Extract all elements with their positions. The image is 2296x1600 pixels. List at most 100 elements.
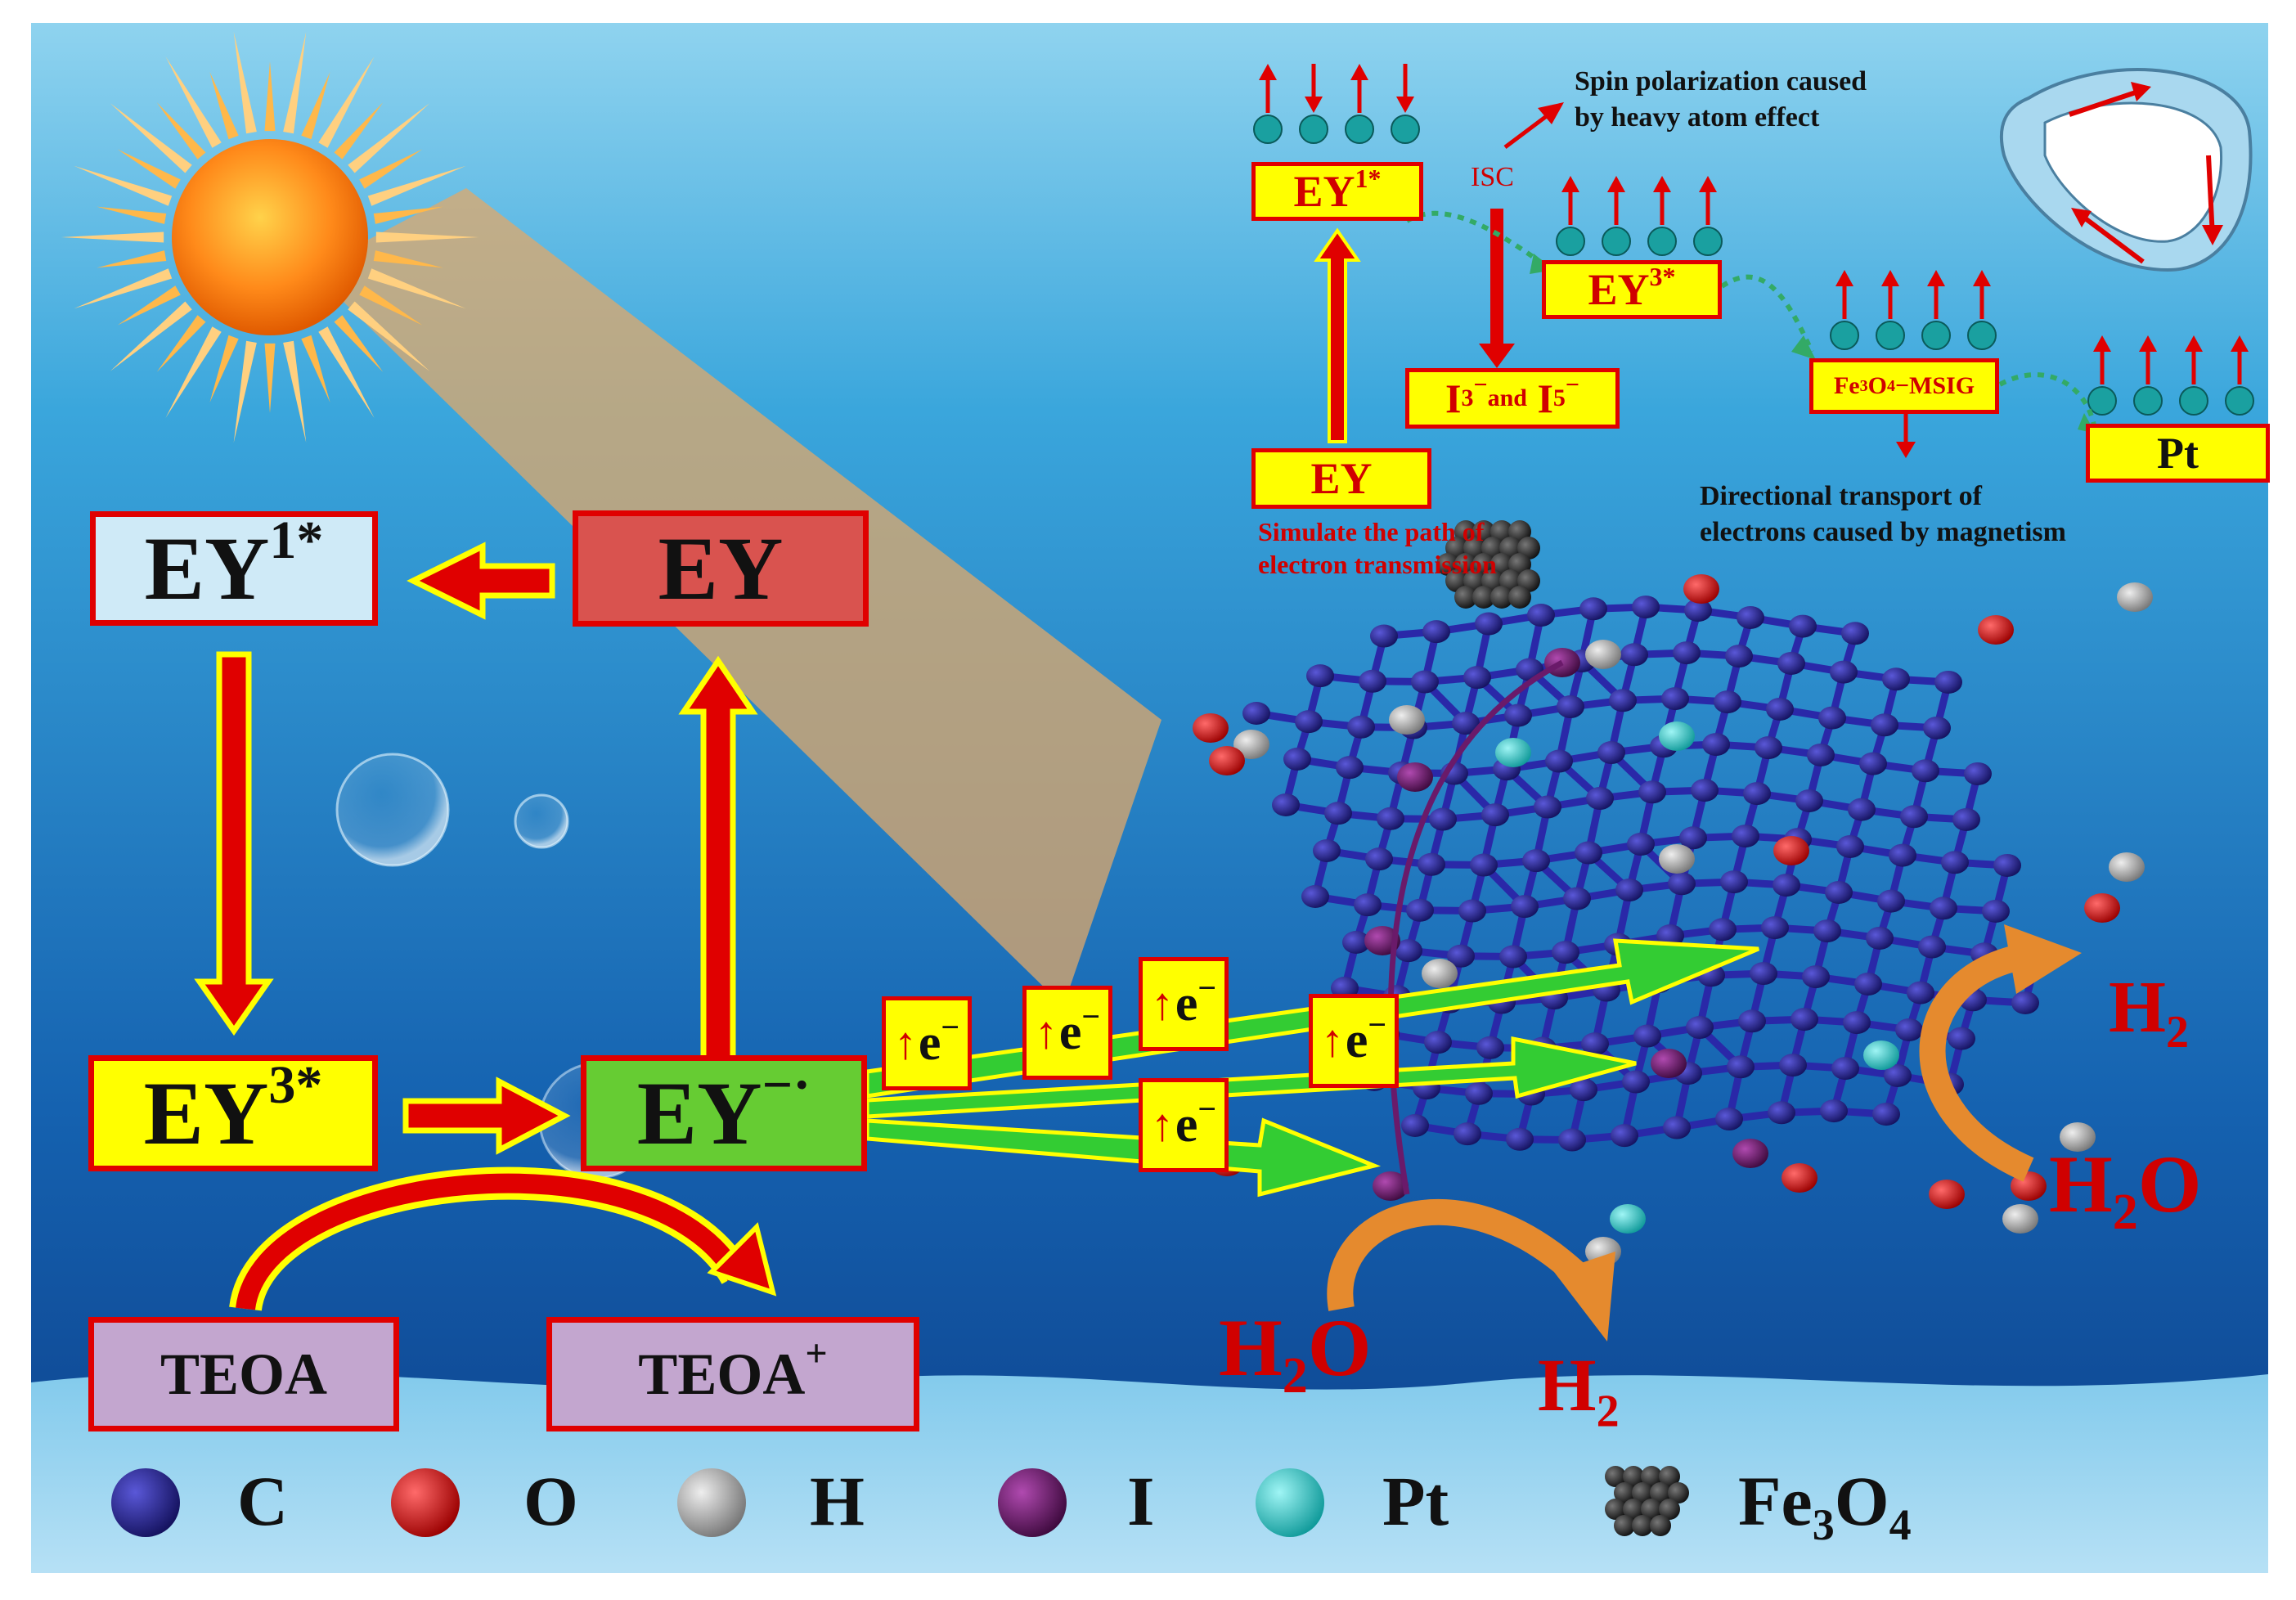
inset-transfer-3 (1998, 372, 2096, 426)
sun-ray (334, 102, 384, 160)
legend-marker-fe3o4 (1605, 1466, 1689, 1536)
carbon-atom (1597, 741, 1625, 765)
arrow-teoa-head (707, 1222, 777, 1297)
sun-ray (283, 31, 307, 134)
carbon-atom (1889, 843, 1916, 867)
carbon-atom (1627, 833, 1655, 856)
carbon-atom (1406, 898, 1434, 922)
carbon-atom (1359, 669, 1386, 693)
carbon-atom (1684, 599, 1712, 622)
carbon-atom (1934, 670, 1962, 694)
carbon-atom (2011, 991, 2039, 1014)
carbon-atom (1882, 667, 1910, 691)
carbon-atom (1872, 1103, 1900, 1126)
sun-ray (74, 165, 173, 206)
carbon-atom (1463, 666, 1491, 690)
carbon-atom (1877, 889, 1905, 913)
inset-arrow-directional (1896, 442, 1916, 458)
carbon-atom (1825, 880, 1853, 904)
legend-label-i: I (1127, 1462, 1155, 1540)
atom (1683, 574, 1719, 604)
sun-ray (117, 149, 181, 189)
box-teoa-text: TEOA (160, 1341, 328, 1407)
atom (2109, 852, 2145, 882)
inset-arrow-ey1-to-iodide (1479, 209, 1515, 368)
isc-label: ISC (1471, 162, 1514, 192)
carbon-atom (1511, 895, 1539, 919)
carbon-atom (1611, 1124, 1638, 1148)
carbon-atom (1668, 872, 1696, 896)
carbon-atom (1306, 664, 1334, 688)
reaction-arrow-bottom (1327, 1198, 1588, 1311)
carbon-atom (1807, 743, 1835, 766)
carbon-atom (1638, 780, 1666, 804)
inset-transfer-2 (1720, 274, 1814, 353)
spin-site (1647, 227, 1677, 256)
carbon-atom (1481, 803, 1509, 827)
box-ey1-sup: 1* (269, 510, 324, 570)
carbon-atom (1470, 853, 1498, 877)
spin-site (1602, 227, 1631, 256)
carbon-atom (1620, 643, 1648, 667)
carbon-atom (1732, 825, 1759, 848)
carbon-atom (1354, 893, 1382, 917)
carbon-atom (1737, 605, 1764, 629)
atom (1389, 705, 1425, 735)
inset-box-pt: Pt (2086, 424, 2270, 483)
sun-ray (318, 56, 375, 148)
legend-markers (111, 1466, 1689, 1537)
arrow-ey1-to-ey3 (194, 651, 274, 1036)
carbon-atom (1848, 798, 1876, 821)
box-teoa-plus: TEOA+ (546, 1317, 919, 1431)
carbon-atom (1458, 899, 1486, 923)
carbon-atom (1714, 690, 1741, 714)
carbon-atom (1679, 826, 1707, 850)
legend-label-fe3o4: Fe3O4 (1738, 1462, 1912, 1550)
arrow-eyrad-to-ey (678, 655, 758, 1067)
carbon-atom (1579, 597, 1607, 621)
arrow-teoa-curve (236, 1173, 745, 1311)
carbon-atom (1709, 918, 1737, 942)
carbon-atom (1795, 789, 1823, 812)
arrow-ey3-to-eyrad (402, 1076, 571, 1155)
sun-ray (283, 340, 307, 443)
carbon-atom (1558, 1128, 1586, 1152)
box-ey1-text: EY (144, 518, 270, 618)
electron-box: ↑e− (1139, 957, 1229, 1051)
spin-site (2225, 386, 2254, 416)
carbon-atom (1818, 706, 1846, 730)
carbon-atom (1342, 931, 1370, 954)
carbon-atom (1570, 1078, 1597, 1102)
carbon-atom (1755, 736, 1782, 760)
spin-site (1391, 115, 1420, 144)
spin-site (1253, 115, 1283, 144)
carbon-atom (1545, 749, 1573, 773)
atom (1659, 721, 1695, 751)
carbon-atom (1866, 926, 1894, 950)
mobius-band-icon (1999, 68, 2253, 272)
sun-ray (233, 31, 257, 134)
carbon-atom (1768, 1101, 1795, 1125)
carbon-atom (1941, 851, 1969, 874)
label-h2-bottom: H2 (1538, 1343, 1620, 1437)
spin-site (1921, 321, 1951, 350)
carbon-atom (1993, 853, 2021, 877)
carbon-atom (1418, 852, 1445, 876)
carbon-atom (1395, 939, 1422, 963)
carbon-atom (1661, 687, 1689, 711)
label-h2-right: H2 (2109, 967, 2190, 1058)
sun-ray (359, 285, 423, 326)
carbon-atom (1454, 1122, 1481, 1146)
carbon-atom (1871, 713, 1898, 737)
carbon-atom (1854, 972, 1882, 996)
carbon-atom (1324, 802, 1352, 825)
carbon-atom (1725, 645, 1753, 668)
box-eyrad-sup: −· (762, 1055, 811, 1115)
carbon-atom (1900, 805, 1928, 829)
carbon-atom (1918, 935, 1946, 959)
